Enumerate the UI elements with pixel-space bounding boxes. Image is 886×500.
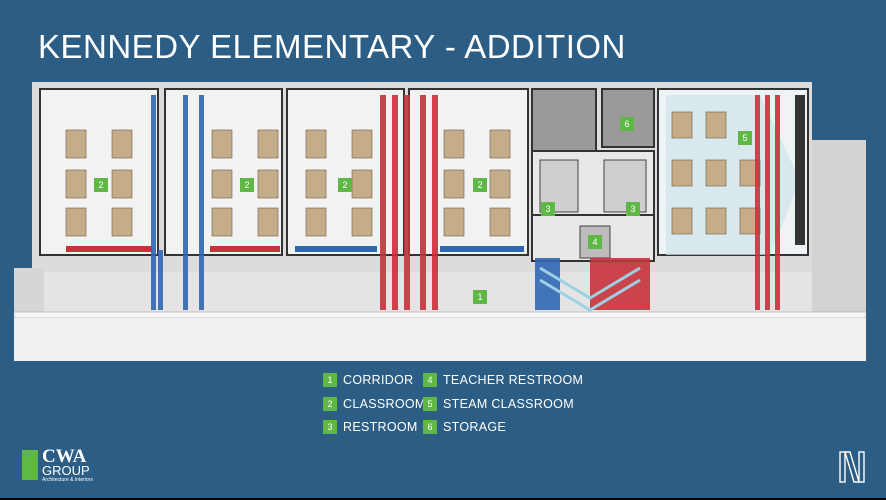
room-tags: 2 2 2 2 6 5 3 3 4 1 xyxy=(94,117,752,304)
legend-num: 1 xyxy=(323,373,337,387)
legend-label: CLASSROOM xyxy=(343,397,426,411)
logo-mark xyxy=(22,450,38,480)
tag-classroom-4: 2 xyxy=(473,178,487,192)
tag-restroom-right: 3 xyxy=(626,202,640,216)
svg-text:6: 6 xyxy=(624,119,629,129)
legend-num: 4 xyxy=(423,373,437,387)
corridor-wall xyxy=(13,311,867,319)
svg-text:3: 3 xyxy=(545,204,550,214)
svg-text:4: 4 xyxy=(592,237,597,247)
tag-restroom-left: 3 xyxy=(541,202,555,216)
legend-num: 5 xyxy=(423,397,437,411)
svg-text:2: 2 xyxy=(98,180,103,190)
logo-wordmark: CWA xyxy=(42,446,87,467)
exterior-ground xyxy=(14,318,866,361)
legend-label: CORRIDOR xyxy=(343,373,414,387)
legend-num: 2 xyxy=(323,397,337,411)
legend-label: STORAGE xyxy=(443,420,506,434)
page-title: KENNEDY ELEMENTARY - ADDITION xyxy=(38,28,626,65)
legend-num: 6 xyxy=(423,420,437,434)
stripes-red xyxy=(380,95,780,310)
svg-text:5: 5 xyxy=(742,133,747,143)
cwa-logo: CWA GROUP Architecture & Interiors xyxy=(22,446,102,484)
tag-corridor: 1 xyxy=(473,290,487,304)
tag-classroom-3: 2 xyxy=(338,178,352,192)
desk-layout xyxy=(65,111,761,237)
legend-item-classroom: 2 CLASSROOM xyxy=(323,397,426,411)
classroom-3 xyxy=(286,88,405,256)
legend-label: RESTROOM xyxy=(343,420,418,434)
logo-subword: GROUP xyxy=(42,463,90,478)
legend-item-steam-classroom: 5 STEAM CLASSROOM xyxy=(423,397,574,411)
legend-label: TEACHER RESTROOM xyxy=(443,373,584,387)
classroom-1 xyxy=(39,88,159,256)
tag-steam-classroom: 5 xyxy=(738,131,752,145)
svg-text:2: 2 xyxy=(244,180,249,190)
legend-item-corridor: 1 CORRIDOR xyxy=(323,373,413,387)
svg-text:1: 1 xyxy=(477,292,482,302)
chevron-graphic xyxy=(539,266,641,312)
tag-classroom-1: 2 xyxy=(94,178,108,192)
tag-classroom-2: 2 xyxy=(240,178,254,192)
legend-item-teacher-restroom: 4 TEACHER RESTROOM xyxy=(423,373,583,387)
legend-item-storage: 6 STORAGE xyxy=(423,420,506,434)
legend-item-restroom: 3 RESTROOM xyxy=(323,420,418,434)
logo-tagline: Architecture & Interiors xyxy=(42,477,93,483)
tag-storage: 6 xyxy=(620,117,634,131)
legend-label: STEAM CLASSROOM xyxy=(443,397,574,411)
svg-text:2: 2 xyxy=(342,180,347,190)
svg-text:2: 2 xyxy=(477,180,482,190)
svg-text:3: 3 xyxy=(630,204,635,214)
n-logo-icon: N xyxy=(839,451,865,483)
legend-num: 3 xyxy=(323,420,337,434)
tag-teacher-restroom: 4 xyxy=(588,235,602,249)
